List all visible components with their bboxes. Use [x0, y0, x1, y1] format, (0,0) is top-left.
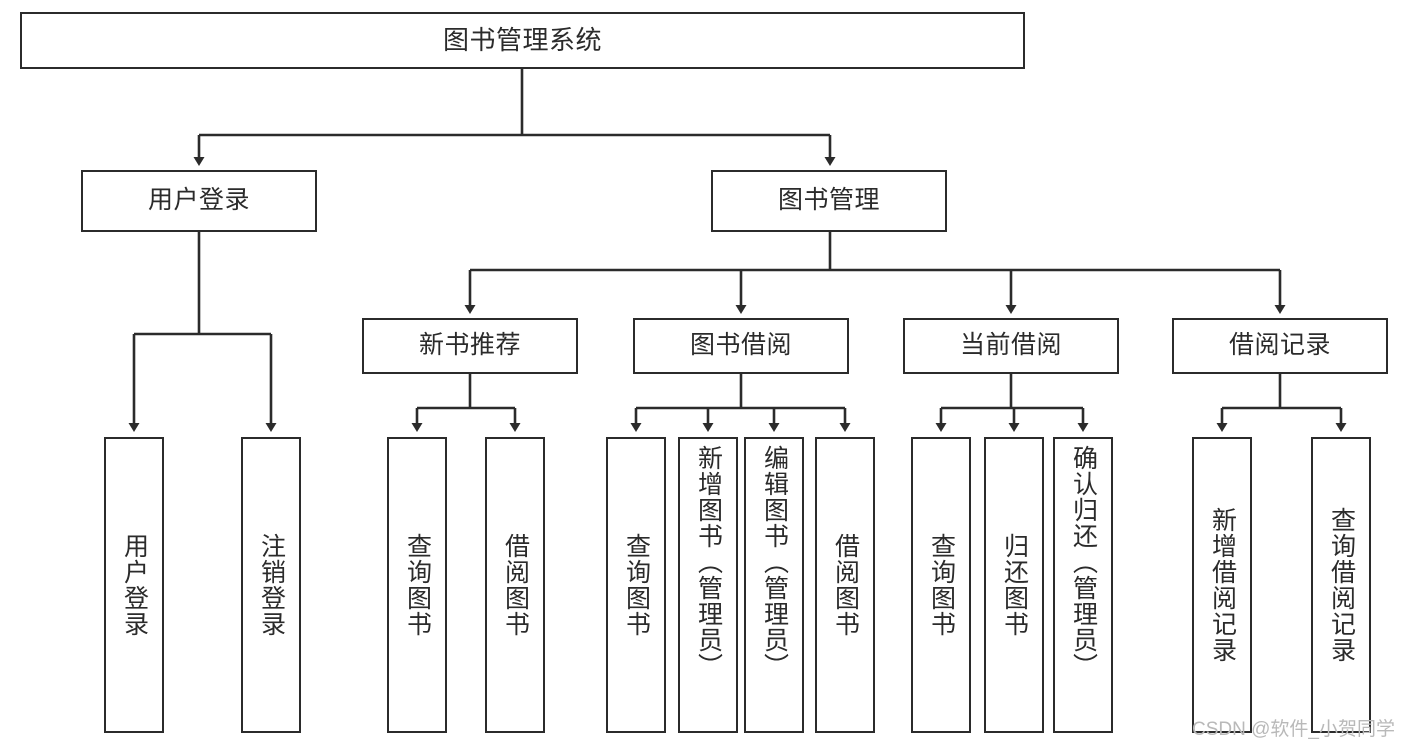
leaf-borrow-book-borrow-label: 借阅图书: [831, 533, 860, 637]
node-new-book-recommend-label: 新书推荐: [418, 331, 521, 360]
leaf-borrow-book-borrow[interactable]: 借阅图书: [815, 437, 875, 733]
csdn-watermark: CSDN @软件_小贺同学: [1192, 719, 1395, 740]
leaf-borrow-book-recommend[interactable]: 借阅图书: [485, 437, 545, 733]
leaf-add-book-admin[interactable]: 新增图书（管理员）: [678, 437, 738, 733]
node-borrow-record[interactable]: 借阅记录: [1172, 318, 1388, 374]
node-current-borrow-label: 当前借阅: [959, 331, 1062, 360]
node-borrow-record-label: 借阅记录: [1228, 331, 1331, 360]
leaf-borrow-book-recommend-label: 借阅图书: [501, 533, 530, 637]
leaf-user-login-label: 用户登录: [120, 533, 149, 637]
node-current-borrow[interactable]: 当前借阅: [903, 318, 1119, 374]
node-book-borrow-label: 图书借阅: [689, 331, 792, 360]
leaf-query-book-recommend[interactable]: 查询图书: [387, 437, 447, 733]
node-book-manage-label: 图书管理: [777, 186, 880, 215]
leaf-confirm-return-admin[interactable]: 确认归还（管理员）: [1053, 437, 1113, 733]
leaf-add-book-admin-label: 新增图书（管理员）: [694, 445, 723, 679]
leaf-query-borrow-record-label: 查询借阅记录: [1327, 507, 1356, 663]
node-new-book-recommend[interactable]: 新书推荐: [362, 318, 578, 374]
leaf-logout-login-label: 注销登录: [257, 533, 286, 637]
node-user-login[interactable]: 用户登录: [81, 170, 317, 232]
leaf-edit-book-admin[interactable]: 编辑图书（管理员）: [744, 437, 804, 733]
leaf-logout-login[interactable]: 注销登录: [241, 437, 301, 733]
leaf-user-login[interactable]: 用户登录: [104, 437, 164, 733]
leaf-query-book-current-label: 查询图书: [927, 533, 956, 637]
leaf-edit-book-admin-label: 编辑图书（管理员）: [760, 445, 789, 679]
node-root-label: 图书管理系统: [442, 25, 602, 56]
leaf-query-book-borrow[interactable]: 查询图书: [606, 437, 666, 733]
leaf-add-borrow-record[interactable]: 新增借阅记录: [1192, 437, 1252, 733]
leaf-query-borrow-record[interactable]: 查询借阅记录: [1311, 437, 1371, 733]
leaf-return-book-label: 归还图书: [1000, 533, 1029, 637]
leaf-confirm-return-admin-label: 确认归还（管理员）: [1069, 445, 1098, 679]
node-user-login-label: 用户登录: [147, 186, 250, 215]
node-book-manage[interactable]: 图书管理: [711, 170, 947, 232]
leaf-query-book-recommend-label: 查询图书: [403, 533, 432, 637]
leaf-query-book-borrow-label: 查询图书: [622, 533, 651, 637]
node-book-borrow[interactable]: 图书借阅: [633, 318, 849, 374]
node-root[interactable]: 图书管理系统: [20, 12, 1025, 69]
leaf-add-borrow-record-label: 新增借阅记录: [1208, 507, 1237, 663]
leaf-return-book[interactable]: 归还图书: [984, 437, 1044, 733]
leaf-query-book-current[interactable]: 查询图书: [911, 437, 971, 733]
